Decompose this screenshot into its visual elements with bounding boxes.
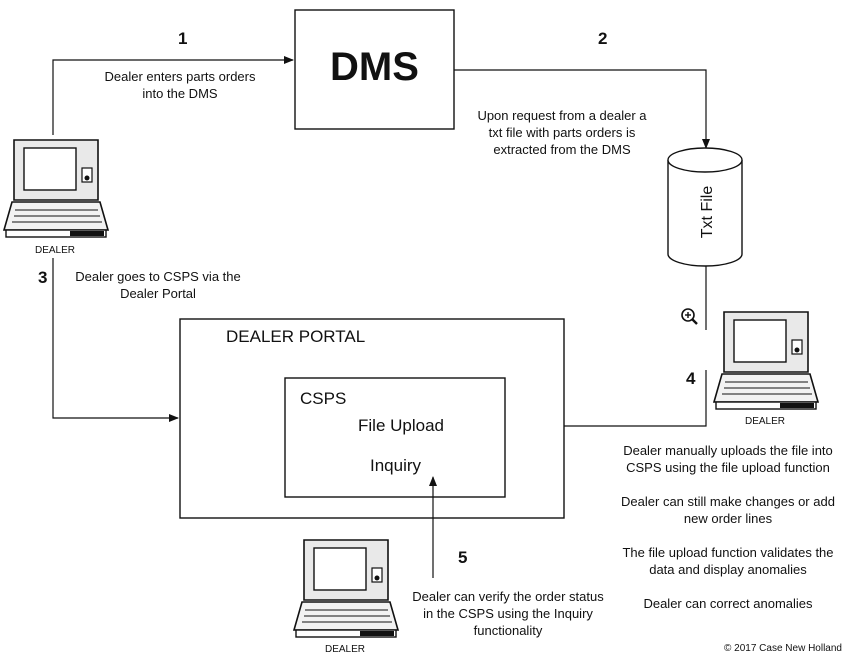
step-5-line: in the CSPS using the Inquiry — [423, 606, 593, 621]
csps-title: CSPS — [300, 389, 347, 408]
step-3-text: Dealer goes to CSPS via the Dealer Porta… — [60, 268, 256, 302]
step-number-3: 3 — [38, 268, 48, 287]
step-2-text: Upon request from a dealer a txt file wi… — [454, 107, 670, 158]
step-5-text: Dealer can verify the order status in th… — [398, 588, 618, 639]
step-4-line: The file upload function validates the — [622, 545, 834, 560]
dealer-label: DEALER — [324, 644, 365, 655]
step-number-4: 4 — [686, 369, 696, 388]
step-1-line: into the DMS — [142, 86, 218, 101]
step-5-line: functionality — [473, 623, 543, 638]
laptop-icon — [293, 539, 399, 638]
step-1-line: Dealer enters parts orders — [104, 69, 256, 84]
copyright-text: © 2017 Case New Holland — [724, 643, 842, 654]
step-number-1: 1 — [178, 29, 188, 48]
inquiry-label: Inquiry — [370, 456, 422, 475]
arrow-step-3 — [52, 258, 179, 422]
dms-box — [294, 9, 455, 130]
step-2-line: txt file with parts orders is — [488, 125, 636, 140]
txt-file-label: Txt File — [699, 186, 716, 239]
step-number-5: 5 — [458, 548, 468, 567]
step-3-line: Dealer goes to CSPS via the — [75, 269, 241, 284]
dealer-label: DEALER — [34, 245, 75, 256]
step-number-2: 2 — [598, 29, 608, 48]
step-5-line: Dealer can verify the order status — [412, 589, 604, 604]
step-1-text: Dealer enters parts orders into the DMS — [80, 68, 280, 102]
dealer-portal-title: DEALER PORTAL — [226, 327, 366, 346]
step-2-line: Upon request from a dealer a — [477, 108, 647, 123]
zoom-in-icon — [681, 308, 698, 325]
csps-box — [284, 377, 506, 498]
step-4-line: new order lines — [683, 511, 773, 526]
file-upload-label: File Upload — [358, 416, 444, 435]
dealer-label: DEALER — [744, 416, 785, 427]
step-4-text: Dealer manually uploads the file into CS… — [600, 442, 856, 612]
txt-file-cylinder — [667, 147, 743, 267]
laptop-icon — [713, 311, 819, 410]
dms-title: DMS — [330, 45, 419, 89]
step-4-line: CSPS using the file upload function — [626, 460, 830, 475]
laptop-icon — [3, 139, 109, 238]
step-4-line: Dealer can correct anomalies — [643, 596, 813, 611]
step-4-line: data and display anomalies — [649, 562, 807, 577]
arrow-step-2 — [454, 69, 710, 149]
step-4-line: Dealer can still make changes or add — [621, 494, 835, 509]
arrow-step-1 — [52, 56, 294, 135]
step-2-line: extracted from the DMS — [493, 142, 631, 157]
step-3-line: Dealer Portal — [120, 286, 196, 301]
step-4-line: Dealer manually uploads the file into — [623, 443, 833, 458]
